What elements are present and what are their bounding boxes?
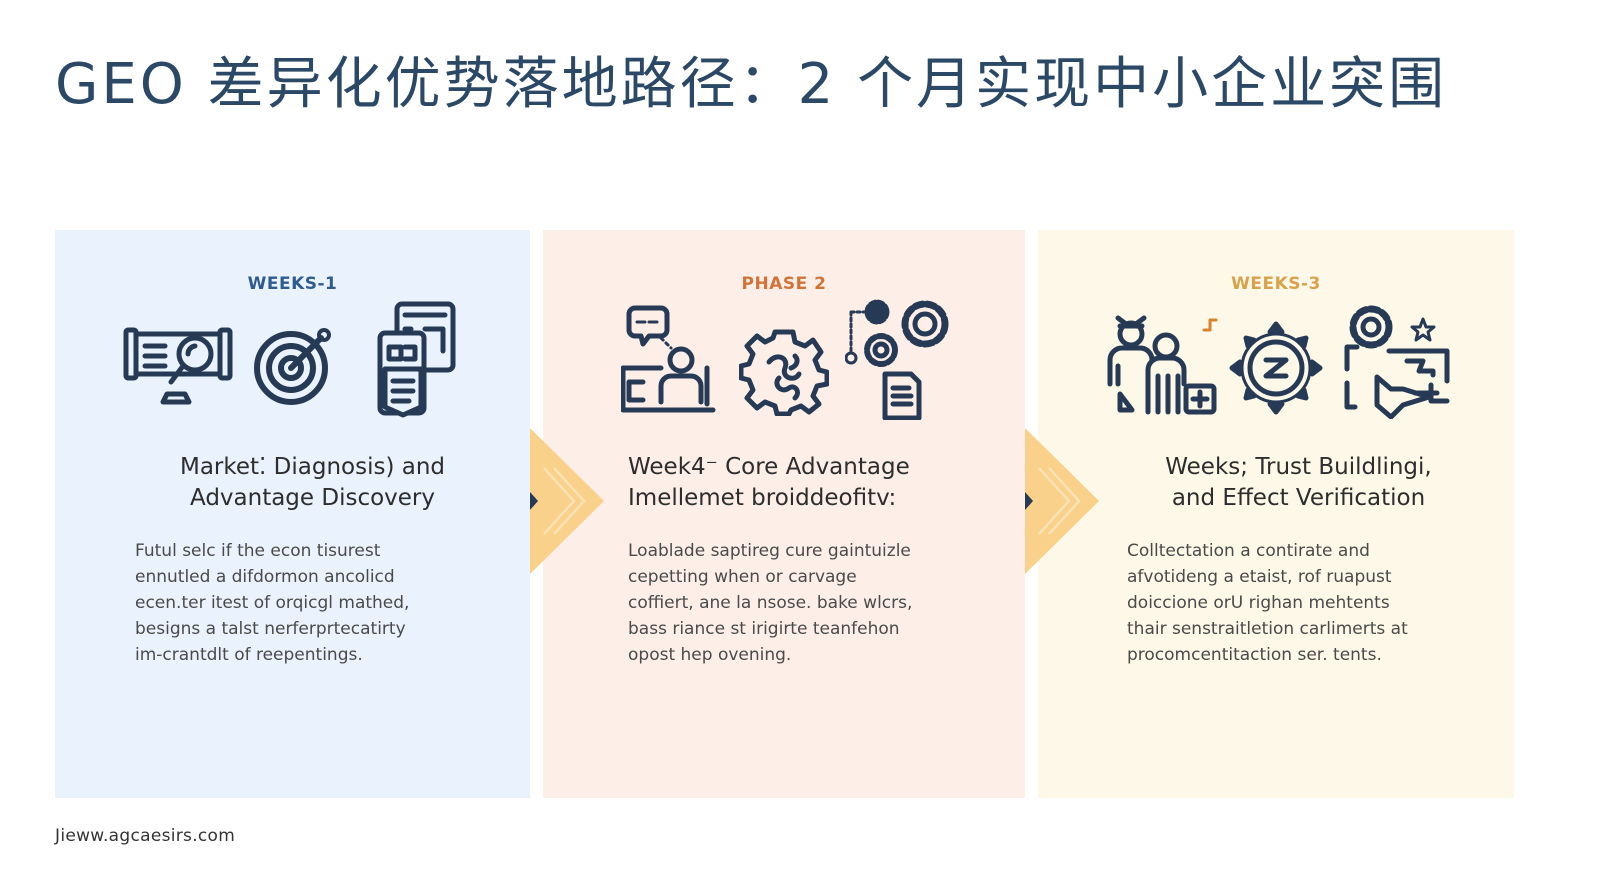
heading-line-1: Market⁚ Diagnosis) and [179,454,446,480]
phase-heading: Market⁚ Diagnosis) and Advantage Discove… [135,452,490,514]
description-line: thair senstraitletion carlimerts at [1127,619,1408,639]
documents-clipboard-icon [375,301,457,419]
phase-description: Colltectation a contirate and afvotideng… [1127,538,1484,668]
description-line: ecen.ter itest of orqicgl mathed, [135,593,410,613]
description-line: besigns a talst nerferprtecatirty [135,619,406,639]
arrow-right-icon [530,428,608,574]
phase-heading: Weeks; Trust Buildlingi, and Effect Veri… [1123,452,1474,514]
description-line: coffiert, ane la nsose. bake wlcrs, [628,593,913,613]
heading-line-1: Week4⁻ Core Advantage [628,454,910,480]
footer-url: Jieww.agcaesirs.com [55,826,236,846]
phase-description: Loablade saptireg cure gaintuizle cepett… [628,538,995,668]
monitor-search-icon [123,324,233,409]
phase-panel-3: WEEKS-3 [1038,230,1514,798]
description-line: bass riance st irigirte teanfehon [628,619,900,639]
phase-panel-2: PHASE 2 [543,230,1025,798]
phase-label: PHASE 2 [741,274,827,294]
team-people-icon [1106,310,1218,418]
arrow-right-icon [1025,428,1103,574]
description-line: im-crantdlt of reepentings. [135,645,363,665]
description-line: Futul selc if the econ tisurest [135,541,381,561]
description-line: opost hep ovening. [628,645,792,665]
phase-label: WEEKS-3 [1231,274,1321,294]
phase-label: WEEKS-1 [247,274,338,294]
phase-icons [1038,296,1514,421]
gears-document-icon [845,296,955,420]
gear-map-rocket-icon [1343,301,1451,419]
description-line: cepetting when or carvage [628,567,857,587]
phase-icons [55,296,530,421]
heading-line-2: Advantage Discovery [189,485,435,511]
compass-gear-icon [1228,320,1324,416]
target-icon [253,324,335,406]
description-line: Colltectation a contirate and [1127,541,1370,561]
consultant-chat-icon [621,304,719,420]
description-line: afvotideng a etaist, rof ruapust [1127,567,1392,587]
phase-icons [543,296,1025,421]
phase-heading: Week4⁻ Core Advantage Imellemet broiddeo… [628,452,995,514]
heading-line-2: and Effect Verification [1171,485,1426,511]
description-line: procomcentitaction ser. tents. [1127,645,1382,665]
phase-panel-1: WEEKS-1 [55,230,530,798]
page-title: GEO 差异化优势落地路径：2 个月实现中小企业突围 [55,52,1448,117]
description-line: Loablade saptireg cure gaintuizle [628,541,911,561]
phase-description: Futul selc if the econ tisurest ennutled… [135,538,490,668]
brain-gear-icon [739,326,829,416]
heading-line-2: Imellemet broiddeofitv: [628,485,897,511]
heading-line-1: Weeks; Trust Buildlingi, [1165,454,1432,480]
description-line: ennutled a difdormon ancolicd [135,567,395,587]
description-line: doiccione orU righan mehtents [1127,593,1390,613]
